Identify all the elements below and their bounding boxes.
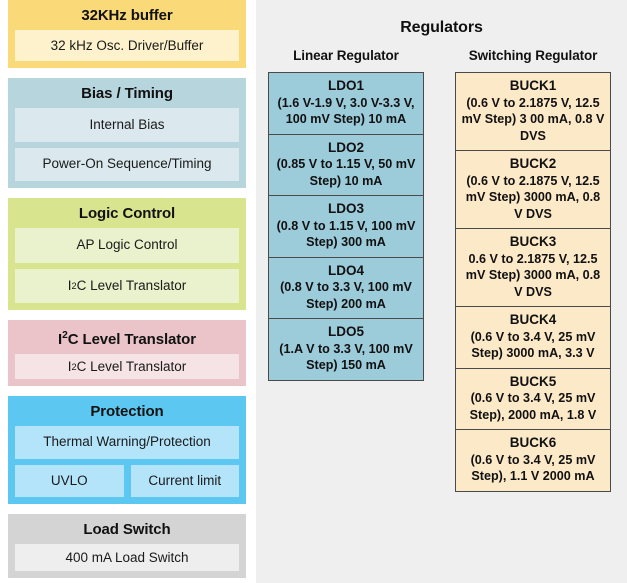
sub-row: Thermal Warning/Protection: [15, 426, 239, 459]
regulator-cell-ldo4: LDO4 (0.8 V to 3.3 V, 100 mV Step) 200 mA: [268, 256, 424, 319]
regulator-column-switching: BUCK1 (0.6 V to 2.1875 V, 12.5 mV Step) 3…: [455, 72, 611, 492]
regulator-name: LDO3: [327, 201, 364, 216]
regulator-cell-buck4: BUCK4 (0.6 V to 3.4 V, 25 mV Step) 3000 m…: [455, 306, 611, 369]
sub-block-load-switch-400ma: 400 mA Load Switch: [15, 544, 239, 571]
regulator-cell-buck6: BUCK6 (0.6 V to 3.4 V, 25 mV Step), 1.1 V…: [455, 429, 611, 492]
sub-row: Power-On Sequence/Timing: [15, 147, 239, 181]
regulator-name: LDO1: [327, 78, 364, 93]
sub-row: 400 mA Load Switch: [15, 544, 239, 571]
regulator-cell-ldo2: LDO2 (0.85 V to 1.15 V, 50 mV Step) 10 mA: [268, 133, 424, 196]
sub-row: Internal Bias: [15, 108, 239, 142]
regulator-spec: (0.8 V to 1.15 V, 100 mV Step) 300 mA: [276, 218, 416, 250]
regulator-spec: (0.6 V to 2.1875 V, 12.5 mV Step) 3 00 m…: [461, 95, 605, 143]
regulator-cell-buck5: BUCK5 (0.6 V to 3.4 V, 25 mV Step), 2000 …: [455, 367, 611, 430]
regulator-name: BUCK6: [509, 435, 557, 450]
block-title: Bias / Timing: [81, 85, 173, 102]
sub-row: 32 kHz Osc. Driver/Buffer: [15, 30, 239, 61]
regulator-name: BUCK4: [509, 312, 557, 327]
regulator-spec: (0.6 V to 3.4 V, 25 mV Step), 1.1 V 2000…: [470, 452, 596, 484]
regulator-cell-buck2: BUCK2 (0.6 V to 2.1875 V, 12.5 mV Step) 3…: [455, 150, 611, 229]
regulator-cell-buck1: BUCK1 (0.6 V to 2.1875 V, 12.5 mV Step) 3…: [455, 72, 611, 151]
regulator-cell-ldo1: LDO1 (1.6 V-1.9 V, 3.0 V-3.3 V, 100 mV St…: [268, 72, 424, 135]
regulator-cell-buck3: BUCK3 0.6 V to 2.1875 V, 12.5 mV Step) 30…: [455, 228, 611, 307]
regulator-cell-ldo5: LDO5 (1.A V to 3.3 V, 100 mV Step) 150 mA: [268, 318, 424, 381]
regulator-spec: (0.6 V to 3.4 V, 25 mV Step), 2000 mA, 1…: [469, 391, 597, 422]
block-body: 32 kHz Osc. Driver/Buffer: [15, 30, 239, 61]
regulator-column-headings: Linear Regulator Switching Regulator: [256, 48, 627, 68]
regulator-spec: (0.6 V to 2.1875 V, 12.5 mV Step) 3000 m…: [465, 173, 601, 221]
block-title: I2C Level Translator: [58, 330, 196, 348]
sub-row: AP Logic Control: [15, 228, 239, 263]
regulator-name: BUCK3: [509, 234, 557, 249]
regulator-spec: (0.8 V to 3.3 V, 100 mV Step) 200 mA: [280, 280, 412, 311]
block-title: 32KHz buffer: [81, 7, 173, 24]
regulators-panel: Regulators Linear Regulator Switching Reg…: [256, 0, 627, 583]
sub-block-uvlo: UVLO: [15, 464, 124, 497]
regulator-name: BUCK5: [509, 373, 557, 389]
sub-block-osc-driver-buffer: 32 kHz Osc. Driver/Buffer: [15, 30, 239, 61]
regulator-name: LDO5: [327, 324, 364, 339]
sub-block-internal-bias: Internal Bias: [15, 108, 239, 142]
regulator-spec: 0.6 V to 2.1875 V, 12.5 mV Step) 3000 mA…: [465, 251, 601, 299]
column-heading-switching: Switching Regulator: [468, 48, 598, 63]
block-title: Logic Control: [78, 205, 176, 222]
regulator-spec: (0.85 V to 1.15 V, 50 mV Step) 10 mA: [276, 157, 416, 188]
block-load-switch: Load Switch 400 mA Load Switch: [8, 514, 246, 578]
column-heading-linear: Linear Regulator: [293, 48, 399, 63]
block-title: Load Switch: [83, 521, 171, 538]
regulator-spec: (1.A V to 3.3 V, 100 mV Step) 150 mA: [279, 341, 413, 373]
regulators-title: Regulators: [400, 19, 483, 36]
regulator-name: LDO4: [327, 262, 364, 278]
sub-block-ap-logic-control: AP Logic Control: [15, 228, 239, 263]
regulator-name: BUCK2: [509, 156, 557, 171]
regulator-name: LDO2: [327, 139, 364, 155]
regulator-column-linear: LDO1 (1.6 V-1.9 V, 3.0 V-3.3 V, 100 mV St…: [268, 72, 424, 381]
regulator-cell-ldo3: LDO3 (0.8 V to 1.15 V, 100 mV Step) 300 m…: [268, 195, 424, 258]
sub-block-thermal-warning-protection: Thermal Warning/Protection: [15, 426, 239, 459]
block-title: Protection: [90, 403, 164, 420]
sub-block-current-limit: Current limit: [130, 464, 239, 497]
block-32khz-buffer: 32KHz buffer 32 kHz Osc. Driver/Buffer: [8, 0, 246, 68]
block-body: 400 mA Load Switch: [15, 544, 239, 571]
regulator-name: BUCK1: [509, 78, 557, 93]
sub-block-power-on-sequence-timing: Power-On Sequence/Timing: [15, 147, 239, 181]
regulator-spec: (1.6 V-1.9 V, 3.0 V-3.3 V, 100 mV Step) …: [277, 95, 415, 127]
regulator-spec: (0.6 V to 3.4 V, 25 mV Step) 3000 mA, 3.…: [470, 329, 596, 361]
